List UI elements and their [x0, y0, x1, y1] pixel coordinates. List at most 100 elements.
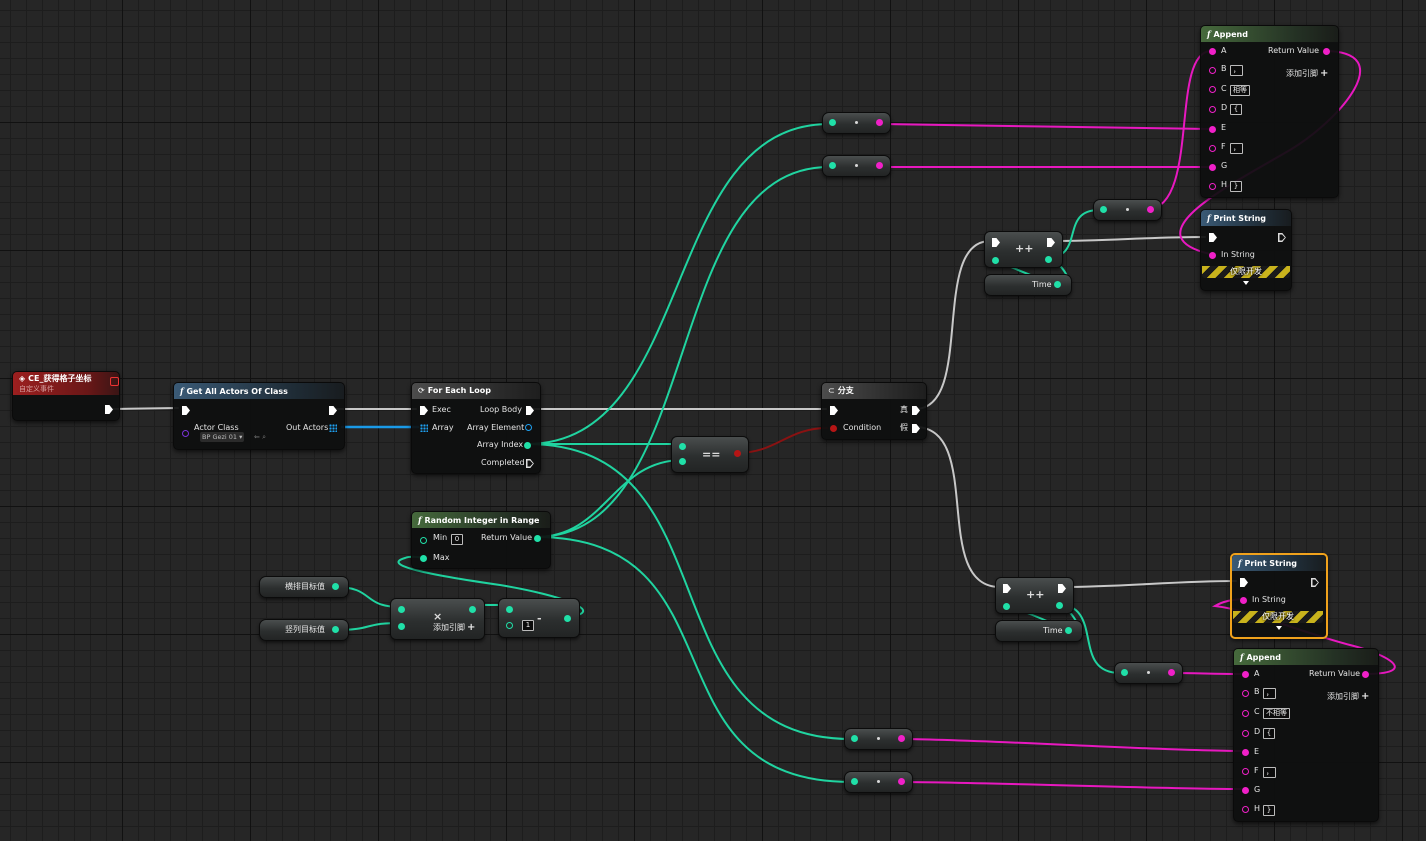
reroute-node[interactable] [1093, 199, 1162, 221]
in-string-pin[interactable] [1209, 252, 1216, 259]
append-pin-b[interactable] [1209, 67, 1216, 74]
equals-in-b[interactable] [679, 458, 686, 465]
print-exec-out[interactable] [1278, 233, 1286, 242]
increment-exec-in[interactable] [992, 238, 1000, 247]
branch-exec-in[interactable] [830, 406, 838, 415]
delegate-pin[interactable] [110, 377, 119, 386]
reroute-in[interactable] [1100, 206, 1107, 213]
append-pin-e[interactable] [1209, 126, 1216, 133]
time-pin[interactable] [1065, 627, 1072, 634]
min-value-box[interactable]: 0 [451, 534, 463, 545]
array-index-pin[interactable] [524, 442, 531, 449]
array-pin[interactable] [420, 424, 428, 432]
increment-out[interactable] [1056, 602, 1063, 609]
pin-value-c[interactable]: 相等 [1230, 85, 1250, 96]
actor-class-pin[interactable] [182, 430, 189, 437]
time-getter-bottom[interactable]: Time [995, 620, 1083, 642]
loop-body-pin[interactable] [526, 406, 534, 415]
pin-value-h[interactable]: } [1263, 805, 1275, 816]
append-pin-c[interactable] [1209, 86, 1216, 93]
return-value-pin[interactable] [1323, 48, 1330, 55]
row-target-getter[interactable]: 横排目标值 [259, 576, 349, 598]
max-pin[interactable] [420, 555, 427, 562]
print-exec-in[interactable] [1240, 578, 1248, 587]
increment-node-bottom[interactable]: ++ [995, 577, 1074, 614]
append-pin-f[interactable] [1209, 145, 1216, 152]
reroute-in[interactable] [851, 735, 858, 742]
multiply-in-a[interactable] [398, 606, 405, 613]
append-pin-e[interactable] [1242, 749, 1249, 756]
multiply-in-b[interactable] [398, 623, 405, 630]
append-pin-d[interactable] [1242, 730, 1249, 737]
equals-out[interactable] [734, 450, 741, 457]
branch-node[interactable]: ⊂分支 Condition 真 假 [821, 382, 927, 440]
print-exec-in[interactable] [1209, 233, 1217, 242]
reroute-in[interactable] [829, 119, 836, 126]
reroute-node[interactable] [1114, 662, 1183, 684]
return-value-pin[interactable] [1362, 671, 1369, 678]
true-exec-pin[interactable] [912, 406, 920, 415]
browse-icon[interactable]: ⇐ ⌕ [254, 433, 267, 441]
col-target-pin[interactable] [332, 626, 339, 633]
pin-value-f[interactable]: ， [1263, 767, 1276, 778]
append-pin-b[interactable] [1242, 690, 1249, 697]
append-pin-c[interactable] [1242, 710, 1249, 717]
append-pin-a[interactable] [1209, 48, 1216, 55]
actor-class-dropdown[interactable]: BP Gezi 01 ▾ [200, 432, 245, 442]
print-exec-out[interactable] [1311, 578, 1319, 587]
pin-value-b[interactable]: ， [1230, 65, 1243, 76]
subtract-out[interactable] [564, 615, 571, 622]
equals-in-a[interactable] [679, 443, 686, 450]
reroute-out[interactable] [876, 119, 883, 126]
get-all-actors-exec-out[interactable] [329, 406, 337, 415]
multiply-out[interactable] [469, 606, 476, 613]
reroute-out[interactable] [1147, 206, 1154, 213]
increment-exec-out[interactable] [1047, 238, 1055, 247]
increment-in[interactable] [992, 257, 999, 264]
reroute-out[interactable] [1168, 669, 1175, 676]
time-getter-top[interactable]: Time [984, 274, 1072, 296]
expand-arrow-icon[interactable] [1243, 281, 1249, 285]
reroute-in[interactable] [829, 162, 836, 169]
pin-value-c[interactable]: 不相等 [1263, 708, 1290, 719]
array-element-pin[interactable] [525, 424, 532, 431]
pin-value-h[interactable]: } [1230, 181, 1242, 192]
append-pin-g[interactable] [1242, 787, 1249, 794]
col-target-getter[interactable]: 竖列目标值 [259, 619, 349, 641]
subtract-in-a[interactable] [506, 606, 513, 613]
append-pin-a[interactable] [1242, 671, 1249, 678]
increment-in[interactable] [1003, 603, 1010, 610]
for-each-loop-node[interactable]: ⟳For Each Loop Exec Array Loop Body Arra… [411, 382, 541, 474]
return-value-pin[interactable] [534, 535, 541, 542]
reroute-out[interactable] [898, 735, 905, 742]
append-pin-d[interactable] [1209, 106, 1216, 113]
time-pin[interactable] [1054, 281, 1061, 288]
condition-pin[interactable] [830, 425, 837, 432]
row-target-pin[interactable] [332, 583, 339, 590]
multiply-add-pin[interactable]: 添加引脚+ [433, 623, 475, 633]
in-string-pin[interactable] [1240, 597, 1247, 604]
out-actors-pin[interactable] [329, 424, 337, 432]
reroute-in[interactable] [851, 778, 858, 785]
append-add-pin[interactable]: 添加引脚+ [1327, 692, 1369, 702]
min-pin[interactable] [420, 537, 427, 544]
reroute-node[interactable] [844, 728, 913, 750]
get-all-actors-exec-in[interactable] [182, 406, 190, 415]
append-pin-h[interactable] [1242, 806, 1249, 813]
false-exec-pin[interactable] [912, 424, 920, 433]
completed-pin[interactable] [526, 459, 534, 468]
increment-exec-in[interactable] [1003, 584, 1011, 593]
expand-arrow-icon[interactable] [1276, 626, 1282, 630]
increment-out[interactable] [1045, 256, 1052, 263]
subtract-in-b[interactable] [506, 622, 513, 629]
pin-value-f[interactable]: ， [1230, 143, 1243, 154]
append-pin-g[interactable] [1209, 164, 1216, 171]
pin-value-b[interactable]: ， [1263, 688, 1276, 699]
pin-value-d[interactable]: { [1230, 104, 1242, 115]
event-exec-out-pin[interactable] [105, 405, 113, 414]
multiply-node[interactable]: × 添加引脚+ [390, 598, 485, 640]
